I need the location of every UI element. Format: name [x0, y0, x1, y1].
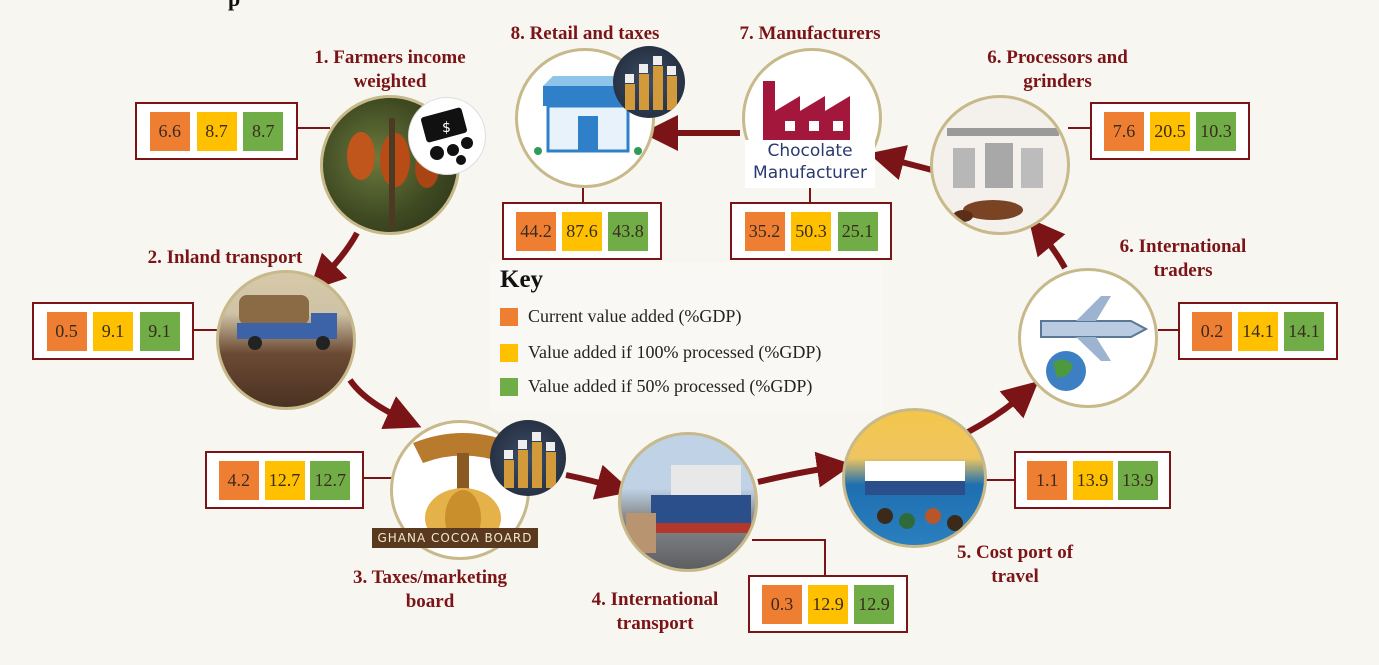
stage-7-100pct-value: 50.3	[791, 211, 831, 251]
legend-key: Key Current value added (%GDP) Value add…	[490, 262, 883, 412]
stage-7-values: 35.2 50.3 25.1	[730, 202, 892, 260]
stage-7-title: 7. Manufacturers	[739, 23, 881, 44]
stage-1-values: 6.6 8.7 8.7	[135, 102, 298, 160]
stage-4-values: 0.3 12.9 12.9	[748, 575, 908, 633]
cargo-ship-image	[618, 432, 758, 572]
key-label-100: Value added if 100% processed (%GDP)	[528, 342, 822, 362]
stage-5-current-value: 1.1	[1027, 460, 1068, 500]
logo-line-1: Chocolate	[767, 141, 853, 161]
stage-4-100pct-value: 12.9	[808, 584, 848, 624]
header-fragment: p	[228, 0, 240, 12]
stage-1-title: 1. Farmers income weighted	[314, 47, 466, 92]
stage-6a-50pct-value: 14.1	[1284, 311, 1324, 351]
stage-3-50pct-value: 12.7	[310, 460, 351, 500]
stage-3-100pct-value: 12.7	[264, 460, 305, 500]
stage-4-title: 4. International transport	[591, 589, 719, 634]
arrow-6b-to-7	[868, 145, 933, 180]
grinding-machines-image	[930, 95, 1070, 235]
stage-5-title: 5. Cost port of travel	[956, 542, 1074, 587]
stage-8-50pct-value: 43.8	[608, 211, 648, 251]
key-swatch-green	[500, 377, 518, 396]
stage-6a-100pct-value: 14.1	[1238, 311, 1278, 351]
stage-2-100pct-value: 9.1	[93, 311, 133, 351]
connector-s4	[752, 539, 826, 575]
key-item-100: Value added if 100% processed (%GDP)	[500, 342, 821, 363]
money-icon: $	[408, 97, 486, 175]
stage-1-current-value: 6.6	[149, 111, 190, 151]
stage-2-title: 2. Inland transport	[147, 247, 303, 268]
stage-3-current-value: 4.2	[218, 460, 259, 500]
port-image	[842, 408, 987, 548]
stage-3-title: 3. Taxes/marketing board	[352, 567, 508, 612]
arrow-4-to-5	[757, 451, 853, 488]
stage-7-50pct-value: 25.1	[837, 211, 878, 251]
arrow-1-to-2	[309, 231, 360, 291]
stage-6a-current-value: 0.2	[1192, 311, 1232, 351]
stage-6b-50pct-value: 10.3	[1196, 111, 1236, 151]
chocolate-manufacturer-label: Chocolate Manufacturer	[745, 140, 875, 188]
stage-7-current-value: 35.2	[744, 211, 785, 251]
stage-5-100pct-value: 13.9	[1072, 460, 1113, 500]
stage-8-current-value: 44.2	[516, 211, 556, 251]
stage-6b-values: 7.6 20.5 10.3	[1090, 102, 1250, 160]
stage-6b-current-value: 7.6	[1104, 111, 1144, 151]
stage-2-current-value: 0.5	[46, 311, 87, 351]
key-title: Key	[500, 266, 544, 293]
stage-6b-title: 6. Processors and grinders	[987, 47, 1128, 92]
stage-6b-100pct-value: 20.5	[1150, 111, 1190, 151]
key-label-current: Current value added (%GDP)	[528, 306, 742, 326]
stage-8-title: 8. Retail and taxes	[510, 23, 660, 44]
key-swatch-orange	[500, 307, 518, 326]
stage-8-100pct-value: 87.6	[562, 211, 602, 251]
stage-6a-values: 0.2 14.1 14.1	[1178, 302, 1338, 360]
ghana-cocoa-board-logo-text: GHANA COCOA BOARD	[372, 528, 538, 548]
key-swatch-yellow	[500, 343, 518, 362]
tax-coins-icon-retail	[613, 46, 685, 118]
stage-3-values: 4.2 12.7 12.7	[205, 451, 364, 509]
stage-5-50pct-value: 13.9	[1117, 460, 1158, 500]
stage-1-100pct-value: 8.7	[196, 111, 237, 151]
tax-coins-icon	[490, 420, 566, 496]
stage-5-values: 1.1 13.9 13.9	[1014, 451, 1171, 509]
stage-4-50pct-value: 12.9	[854, 584, 894, 624]
key-label-50: Value added if 50% processed (%GDP)	[528, 376, 813, 396]
stage-8-values: 44.2 87.6 43.8	[502, 202, 662, 260]
svg-text:$: $	[442, 120, 451, 136]
arrow-3-to-4	[565, 464, 633, 500]
stage-1-50pct-value: 8.7	[243, 111, 284, 151]
stage-4-current-value: 0.3	[762, 584, 802, 624]
logo-line-2: Manufacturer	[753, 163, 867, 183]
stage-2-50pct-value: 9.1	[139, 311, 180, 351]
stage-2-values: 0.5 9.1 9.1	[32, 302, 194, 360]
arrow-6a-to-6b	[1028, 218, 1068, 270]
arrow-5-to-6a	[966, 381, 1039, 435]
airplane-globe-image	[1018, 268, 1158, 408]
key-item-50: Value added if 50% processed (%GDP)	[500, 376, 812, 397]
stage-6a-title: 6. International traders	[1119, 236, 1247, 281]
key-item-current: Current value added (%GDP)	[500, 306, 741, 327]
arrow-2-to-3	[347, 378, 422, 430]
truck-image	[216, 270, 356, 410]
